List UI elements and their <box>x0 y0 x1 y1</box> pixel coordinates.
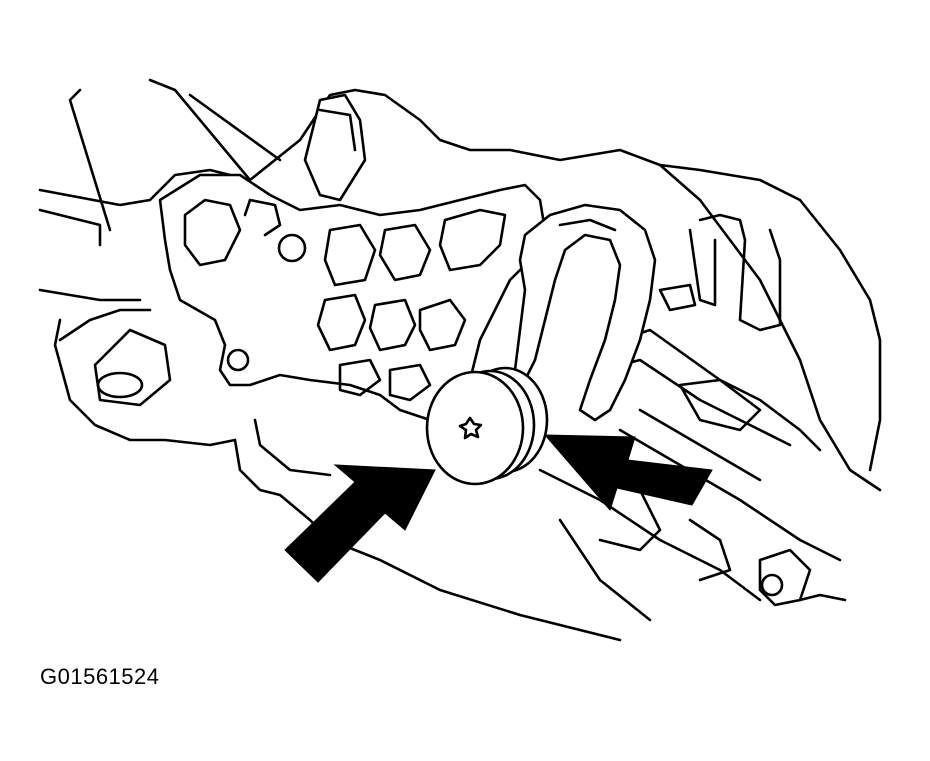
arrow-lower-left <box>284 464 436 583</box>
callout-arrows <box>284 434 713 583</box>
figure-id-label: G01561524 <box>40 664 160 689</box>
selector-bracket <box>158 93 547 422</box>
torx-icon <box>458 416 483 440</box>
bolt-head <box>425 366 549 486</box>
arrow-right <box>543 434 713 512</box>
